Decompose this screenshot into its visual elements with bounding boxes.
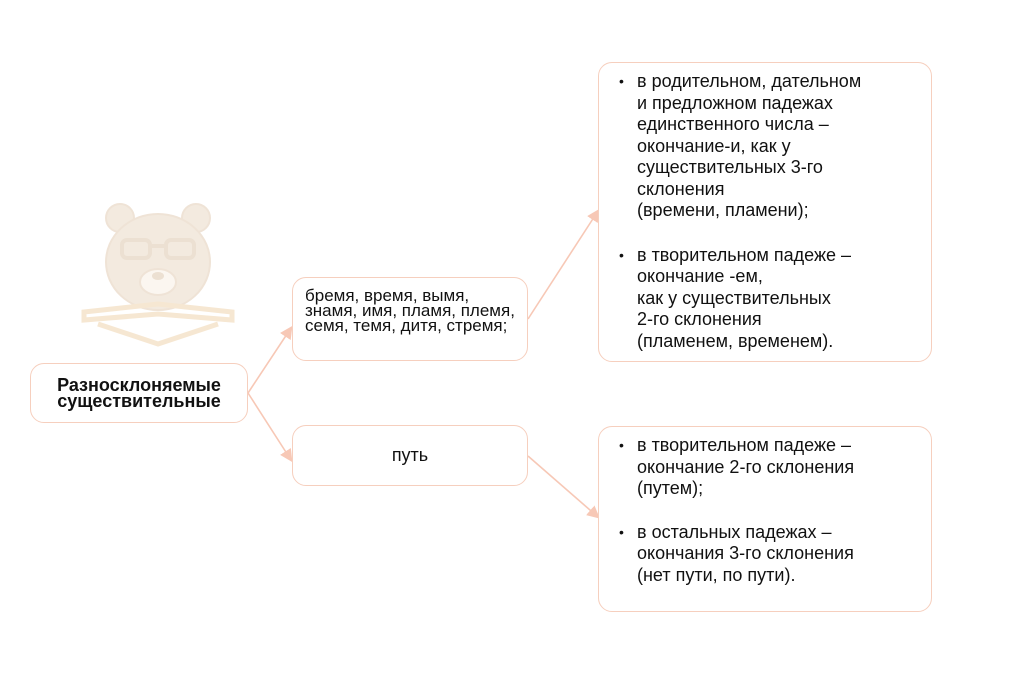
- detail-node-words: в родительном, дательном и предложном па…: [598, 62, 932, 362]
- arrow-root-to-put: [247, 392, 293, 463]
- branch-put-label: путь: [391, 445, 429, 465]
- detail-list-words: в родительном, дательном и предложном па…: [619, 71, 921, 352]
- detail-item: в творительном падеже – окончание 2-го с…: [619, 435, 921, 500]
- detail-item: в родительном, дательном и предложном па…: [619, 71, 921, 222]
- arrow-root-to-words: [247, 325, 293, 394]
- branch-node-put: путь: [292, 425, 528, 486]
- detail-node-put: в творительном падеже – окончание 2-го с…: [598, 426, 932, 612]
- detail-item: в остальных падежах – окончания 3-го скл…: [619, 522, 921, 587]
- branch-node-words: бремя, время, вымя, знамя, имя, пламя, п…: [292, 277, 528, 361]
- arrow-put-to-info2: [527, 455, 600, 519]
- detail-list-put: в творительном падеже – окончание 2-го с…: [619, 435, 921, 586]
- branch-words-label: бремя, время, вымя, знамя, имя, пламя, п…: [305, 286, 515, 335]
- arrow-words-to-info1: [527, 208, 600, 320]
- root-node: Разносклоняемые существительные: [30, 363, 248, 423]
- root-label: Разносклоняемые существительные: [57, 375, 221, 411]
- detail-item: в творительном падеже – окончание -ем, к…: [619, 245, 921, 353]
- bear-with-glasses-and-book-icon: [81, 203, 235, 347]
